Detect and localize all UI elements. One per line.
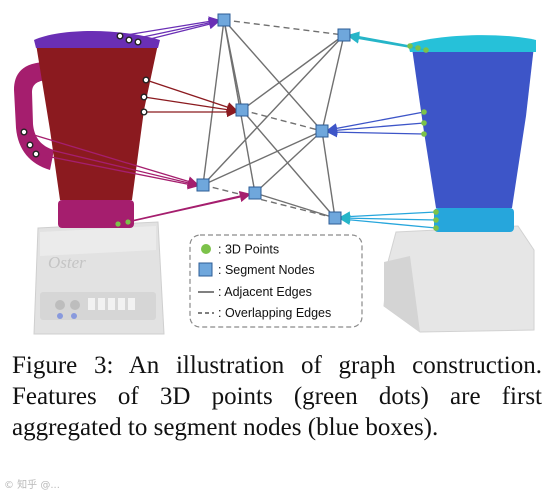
legend-point-swatch bbox=[201, 244, 211, 254]
segment-nodes bbox=[196, 13, 351, 225]
watermark: © 知乎 @... bbox=[4, 480, 60, 491]
segment-node bbox=[196, 178, 210, 192]
right-blender-base bbox=[383, 225, 535, 333]
right-blender-lid bbox=[408, 35, 536, 52]
legend-box bbox=[189, 234, 363, 328]
figure: Oster bbox=[14, 13, 536, 335]
segment-node bbox=[337, 28, 351, 42]
legend: : 3D Points : Segment Nodes : Adjacent E… bbox=[189, 234, 363, 328]
right-blender bbox=[383, 35, 536, 333]
overlapping-edges bbox=[202, 19, 345, 219]
segment-node bbox=[328, 211, 342, 225]
adjacent-edges bbox=[202, 19, 345, 219]
right-blender-collar bbox=[434, 208, 514, 232]
left-blender-lid bbox=[34, 31, 160, 48]
segment-node bbox=[315, 124, 329, 138]
right-points bbox=[407, 43, 439, 231]
left-arrows bbox=[23, 16, 251, 225]
brand-label: Oster bbox=[48, 253, 86, 272]
legend-nodes-label: : Segment Nodes bbox=[218, 263, 315, 277]
segment-node bbox=[248, 186, 262, 200]
left-points bbox=[20, 32, 150, 158]
left-points-green bbox=[115, 219, 131, 227]
right-arrows bbox=[326, 31, 437, 229]
legend-node-swatch bbox=[198, 262, 213, 277]
segment-node bbox=[217, 13, 231, 27]
left-blender: Oster bbox=[14, 31, 165, 335]
left-blender-collar bbox=[58, 200, 134, 228]
segment-node bbox=[235, 103, 249, 117]
left-blender-base: Oster bbox=[33, 221, 165, 335]
figure-caption: Figure 3: An illustration of graph const… bbox=[12, 352, 542, 441]
left-blender-jar bbox=[36, 44, 158, 200]
legend-overlapping-label: : Overlapping Edges bbox=[218, 306, 331, 320]
left-blender-handle bbox=[14, 62, 54, 170]
legend-points-label: : 3D Points bbox=[218, 243, 279, 257]
legend-adjacent-label: : Adjacent Edges bbox=[218, 285, 312, 299]
right-blender-jar bbox=[412, 46, 534, 208]
